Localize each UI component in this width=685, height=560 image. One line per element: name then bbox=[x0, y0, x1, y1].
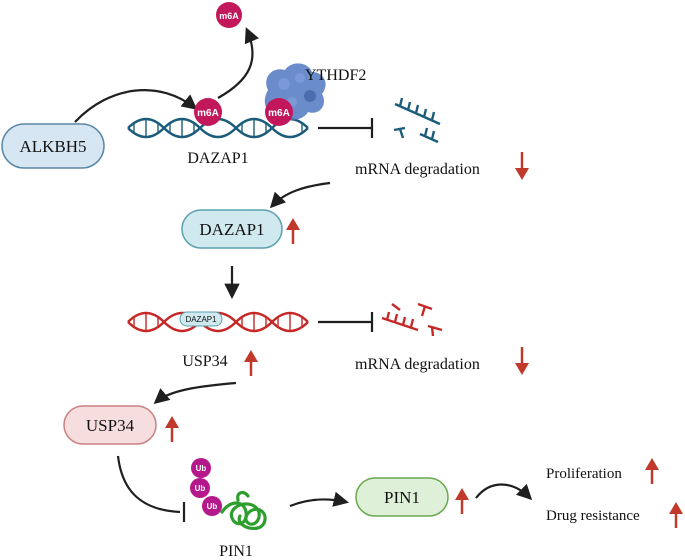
mrna-degradation-label-2: mRNA degradation bbox=[355, 356, 480, 373]
pin1-protein-label: PIN1 bbox=[219, 543, 253, 560]
usp34-mrna-label: USP34 bbox=[182, 353, 227, 370]
m6a-release-arrow bbox=[217, 27, 259, 99]
ubiquitin-chain: Ub Ub Ub bbox=[190, 458, 222, 516]
up-arrow-pin1 bbox=[455, 488, 469, 514]
to-usp34-arrow bbox=[153, 381, 237, 405]
up-arrow-proliferation bbox=[645, 458, 659, 484]
m6a-released: m6A bbox=[216, 2, 242, 28]
ub-2-label: Ub bbox=[195, 484, 206, 493]
proliferation-label: Proliferation bbox=[546, 466, 622, 482]
m6a-right-label: m6A bbox=[268, 108, 290, 119]
pin1-to-outcomes-arrow bbox=[475, 483, 533, 501]
alkbh5-node: ALKBH5 bbox=[1, 123, 105, 169]
inhibition-2 bbox=[318, 312, 374, 332]
alkbh5-label: ALKBH5 bbox=[19, 137, 86, 156]
m6a-site-right: m6A bbox=[265, 98, 293, 126]
up-arrow-drug-resistance bbox=[669, 502, 683, 528]
m6a-site-left: m6A bbox=[194, 98, 222, 126]
pin1-pill-label: PIN1 bbox=[384, 488, 420, 507]
dazap1-mrna-label: DAZAP1 bbox=[187, 150, 248, 167]
pin1-coil-protein bbox=[220, 490, 267, 530]
m6a-top-label: m6A bbox=[219, 11, 239, 21]
ub-1-label: Ub bbox=[196, 464, 207, 473]
dazap1-bound-tag: DAZAP1 bbox=[179, 311, 223, 327]
down-arrow-2 bbox=[515, 347, 529, 375]
up-arrow-usp34-mrna bbox=[244, 350, 258, 376]
pin1-node: PIN1 bbox=[355, 477, 449, 517]
ub-3-label: Ub bbox=[207, 502, 218, 511]
inhibition-1 bbox=[318, 118, 374, 138]
usp34-deubiquitination-inhibition bbox=[116, 455, 181, 514]
dazap1-tag-label: DAZAP1 bbox=[185, 315, 217, 324]
mrna-degradation-label-1: mRNA degradation bbox=[355, 161, 480, 178]
ythdf2-label: YTHDF2 bbox=[305, 67, 366, 84]
m6a-left-label: m6A bbox=[197, 108, 219, 119]
dazap1-node: DAZAP1 bbox=[181, 209, 283, 249]
degraded-fragments-red bbox=[381, 302, 443, 337]
drug-resistance-label: Drug resistance bbox=[546, 508, 640, 524]
alkbh5-to-m6a-arrow bbox=[74, 89, 198, 123]
down-arrow-1 bbox=[515, 152, 529, 180]
up-arrow-usp34 bbox=[165, 416, 179, 442]
usp34-pill-label: USP34 bbox=[86, 416, 135, 435]
dazap1-pill-label: DAZAP1 bbox=[199, 220, 264, 239]
to-dazap1-arrow bbox=[269, 181, 331, 209]
usp34-node: USP34 bbox=[63, 405, 157, 445]
pin1-to-pin1-pill-arrow bbox=[289, 491, 350, 508]
degraded-fragments-blue bbox=[393, 97, 441, 144]
up-arrow-dazap1 bbox=[286, 218, 300, 244]
